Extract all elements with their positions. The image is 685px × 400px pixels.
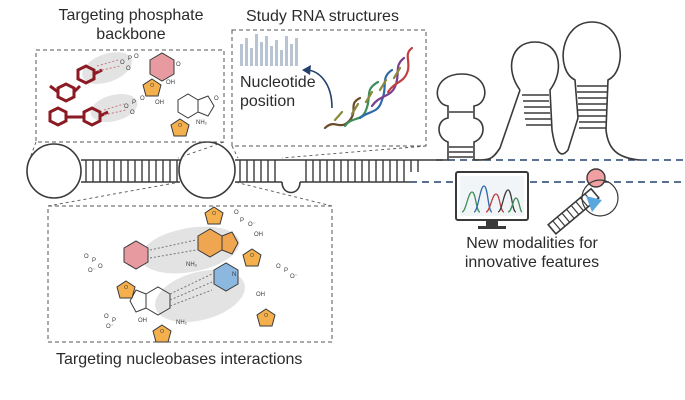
svg-text:O: O: [84, 254, 89, 260]
svg-text:O⁻: O⁻: [290, 274, 298, 280]
svg-text:P: P: [112, 318, 116, 324]
svg-text:P: P: [240, 218, 244, 224]
svg-text:O: O: [126, 66, 131, 72]
monitor-chromatogram-icon: [455, 171, 529, 229]
svg-text:OH: OH: [256, 292, 265, 298]
bar: [290, 44, 293, 66]
bar: [280, 50, 283, 66]
svg-text:P: P: [128, 56, 132, 62]
hairpin-rungs: [449, 85, 607, 158]
svg-text:O: O: [234, 210, 239, 216]
svg-text:OH: OH: [166, 80, 175, 86]
bar: [260, 42, 263, 66]
nucleobase-ring-icon: [129, 286, 171, 316]
svg-text:P: P: [132, 100, 136, 106]
nucleotide-position-line1: Nucleotide: [240, 74, 316, 91]
svg-text:P: P: [284, 268, 288, 274]
bar: [270, 46, 273, 66]
svg-text:O: O: [214, 96, 219, 102]
middle-loop: [178, 141, 236, 199]
rna-degrader-icon: [547, 168, 619, 236]
base-pair-rungs: [85, 160, 419, 182]
svg-text:OH: OH: [138, 318, 147, 324]
nucleobase-ring-icon: O: [149, 52, 181, 82]
nucleobase-zoom-lines: [47, 181, 333, 207]
nucleobase-ring-icon: O NH₂: [177, 93, 219, 126]
svg-text:O: O: [130, 110, 135, 116]
bar: [245, 38, 248, 66]
svg-text:O: O: [276, 264, 281, 270]
hairpin-structures: [436, 21, 641, 161]
bar: [265, 36, 268, 66]
bar: [285, 36, 288, 66]
nucleotide-position-label: Nucleotide position: [240, 73, 316, 111]
svg-text:O: O: [124, 104, 129, 110]
modalities-line2: innovative features: [464, 254, 600, 271]
svg-text:O: O: [140, 96, 145, 102]
svg-text:NH₂: NH₂: [176, 320, 188, 326]
svg-text:O⁻: O⁻: [106, 324, 114, 330]
svg-text:OH: OH: [254, 232, 263, 238]
bar-chart-icon: [240, 34, 298, 66]
phosphate-zoom-lines: [29, 141, 225, 159]
svg-text:O: O: [98, 264, 103, 270]
bar: [295, 38, 298, 66]
left-loop: [26, 143, 82, 199]
nucleobase-ring-icon: [213, 262, 239, 292]
bar: [240, 44, 243, 66]
svg-text:O⁻: O⁻: [88, 268, 96, 274]
bar: [250, 48, 253, 66]
study-rna-title: Study RNA structures: [246, 8, 399, 25]
modalities-title: New modalities for innovative features: [452, 234, 612, 272]
phosphate-title: Targeting phosphate backbone: [46, 6, 216, 44]
svg-text:O: O: [134, 54, 139, 60]
svg-text:O: O: [104, 314, 109, 320]
structure-zoom-lines: [231, 145, 427, 159]
rna-3d-structure-icon: [323, 46, 414, 130]
hbond-highlight: [90, 93, 138, 123]
phosphate-inset-box: [35, 49, 225, 143]
nucleobase-ring-icon: [197, 228, 239, 258]
ligand-molecule-icon: [48, 64, 109, 127]
nucleobases-title: Targeting nucleobases interactions: [56, 351, 303, 368]
svg-text:N: N: [232, 272, 236, 278]
svg-text:NH₂: NH₂: [186, 262, 198, 268]
structure-inset-box: [231, 29, 427, 147]
dashed-strands: [410, 159, 685, 183]
svg-text:O: O: [176, 62, 181, 68]
bar: [275, 40, 278, 66]
phosphate-title-line1: Targeting phosphate: [58, 7, 204, 24]
svg-text:O⁻: O⁻: [248, 222, 256, 228]
svg-text:OH: OH: [155, 100, 164, 106]
phosphate-title-line2: backbone: [96, 26, 166, 43]
svg-text:P: P: [92, 258, 96, 264]
svg-text:NH₂: NH₂: [196, 120, 208, 126]
modalities-line1: New modalities for: [466, 235, 598, 252]
nucleobase-ring-icon: [123, 240, 149, 270]
nucleotide-position-line2: position: [240, 93, 296, 110]
bar: [255, 34, 258, 66]
nucleobase-inset-box: [47, 205, 333, 343]
rna-double-strand: [26, 141, 436, 199]
svg-text:O: O: [120, 60, 125, 66]
